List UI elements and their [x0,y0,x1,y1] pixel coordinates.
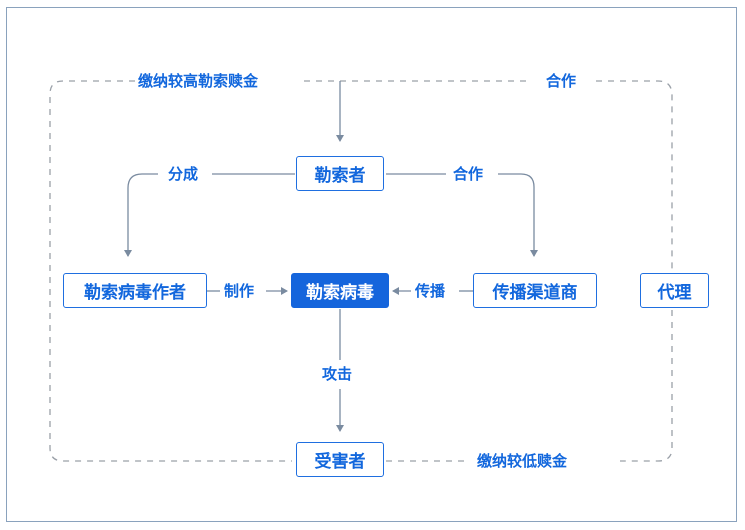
label-cooperate-mid: 合作 [453,164,484,184]
label-make: 制作 [224,281,255,301]
node-ransomware: 勒索病毒 [291,273,389,308]
arrow-split-to-author [124,173,158,257]
label-pay-low-ransom: 缴纳较低赎金 [477,451,568,471]
arrow-cooperate-to-distributor [498,173,538,257]
diagram-frame [6,7,737,522]
label-split: 分成 [168,164,199,184]
label-spread: 传播 [415,281,446,301]
node-distributor: 传播渠道商 [473,273,597,308]
node-ransomware-author: 勒索病毒作者 [63,273,207,308]
label-cooperate-top: 合作 [546,71,577,91]
node-victim: 受害者 [296,442,384,477]
label-attack: 攻击 [322,364,353,384]
node-extortionist: 勒索者 [296,156,384,191]
outer-cycle-path [49,80,673,462]
node-agent: 代理 [640,273,709,308]
label-pay-high-ransom: 缴纳较高勒索赎金 [138,71,259,91]
